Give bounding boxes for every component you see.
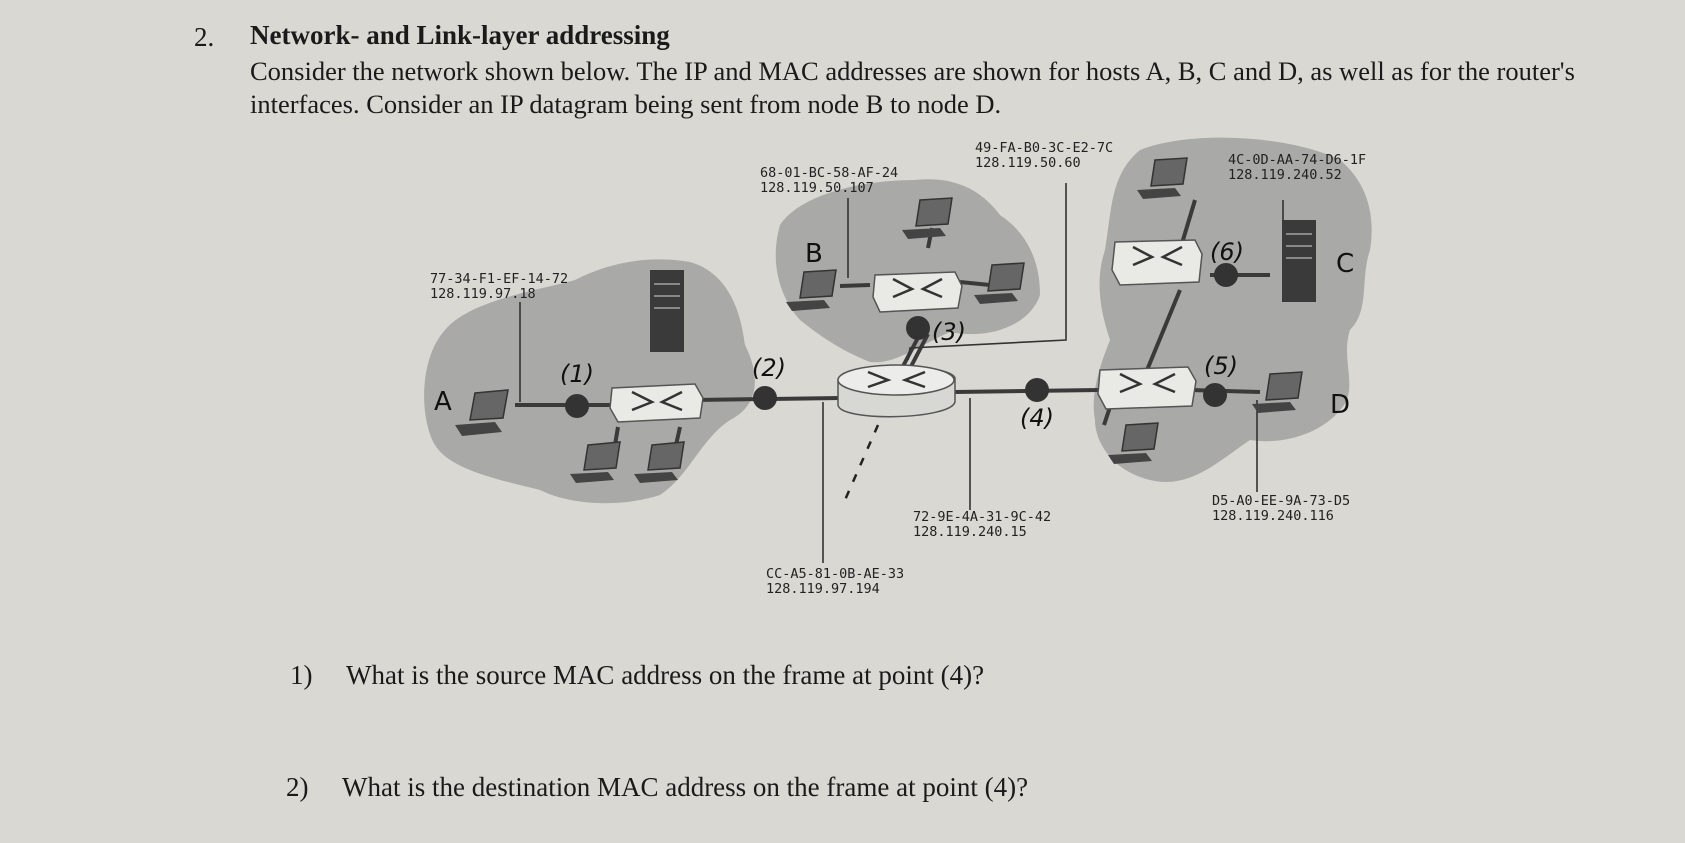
computer-icon — [634, 441, 685, 483]
computer-icon — [1108, 422, 1159, 464]
host-a-ip: 128.119.97.18 — [430, 286, 536, 302]
point-3-label: (3) — [932, 318, 966, 346]
router-b-side-mac: 49-FA-B0-3C-E2-7C — [975, 140, 1113, 156]
point-6-label: (6) — [1210, 238, 1244, 266]
computer-icon — [786, 269, 837, 311]
point-6-marker — [1214, 263, 1238, 287]
point-1-label: (1) — [560, 360, 594, 388]
host-b-mac: 68-01-BC-58-AF-24 — [760, 165, 898, 181]
host-c-mac: 4C-0D-AA-74-D6-1F — [1228, 152, 1366, 168]
host-c-ip: 128.119.240.52 — [1228, 167, 1342, 183]
point-4-marker — [1025, 378, 1049, 402]
question-number: 2. — [194, 22, 215, 52]
switch-icon — [1097, 366, 1197, 410]
link-extension-dashed — [843, 424, 880, 501]
computer-icon — [1252, 371, 1303, 413]
switch-icon — [1111, 239, 1203, 286]
host-b-ip: 128.119.50.107 — [760, 180, 874, 196]
switch-icon — [609, 383, 704, 423]
point-5-label: (5) — [1204, 352, 1238, 380]
host-a-label: A — [434, 387, 452, 417]
computer-icon — [902, 197, 953, 239]
router-cd-side-ip: 128.119.240.15 — [913, 524, 1027, 540]
point-2-marker — [753, 386, 777, 410]
host-d-mac: D5-A0-EE-9A-73-D5 — [1212, 493, 1350, 509]
host-b-label: B — [805, 239, 823, 269]
subquestion-2-text: What is the destination MAC address on t… — [342, 772, 1029, 802]
question-title: Network- and Link-layer addressing — [250, 20, 670, 50]
host-c-label: C — [1336, 249, 1354, 279]
switch-icon — [872, 271, 963, 313]
server-icon — [1282, 220, 1316, 302]
address-leaders — [519, 183, 1284, 563]
point-1-marker — [565, 394, 589, 418]
question-intro: Consider the network shown below. The IP… — [250, 56, 1575, 119]
router-a-side-mac: CC-A5-81-0B-AE-33 — [766, 566, 904, 582]
subquestion-1-text: What is the source MAC address on the fr… — [346, 660, 985, 690]
router-b-side-ip: 128.119.50.60 — [975, 155, 1081, 171]
router-cd-side-mac: 72-9E-4A-31-9C-42 — [913, 509, 1051, 525]
subquestion-2-number: 2) — [286, 772, 309, 802]
router-a-side-ip: 128.119.97.194 — [766, 581, 880, 597]
computer-icon — [455, 389, 509, 436]
point-5-marker — [1203, 383, 1227, 407]
host-d-label: D — [1330, 390, 1350, 420]
computer-icon — [570, 441, 621, 483]
host-d-ip: 128.119.240.116 — [1212, 508, 1334, 524]
point-4-label: (4) — [1020, 404, 1054, 432]
subquestion-2: 2) What is the destination MAC address on… — [286, 772, 1028, 803]
point-3-marker — [906, 316, 930, 340]
host-a-mac: 77-34-F1-EF-14-72 — [430, 271, 568, 287]
server-icon — [650, 270, 684, 352]
subquestion-1: 1) What is the source MAC address on the … — [290, 660, 984, 691]
subquestion-1-number: 1) — [290, 660, 313, 690]
computer-icon — [974, 262, 1025, 304]
computer-icon — [1137, 157, 1188, 199]
point-2-label: (2) — [752, 354, 786, 382]
router-icon — [837, 364, 956, 418]
subnet-b-region — [775, 179, 1040, 363]
